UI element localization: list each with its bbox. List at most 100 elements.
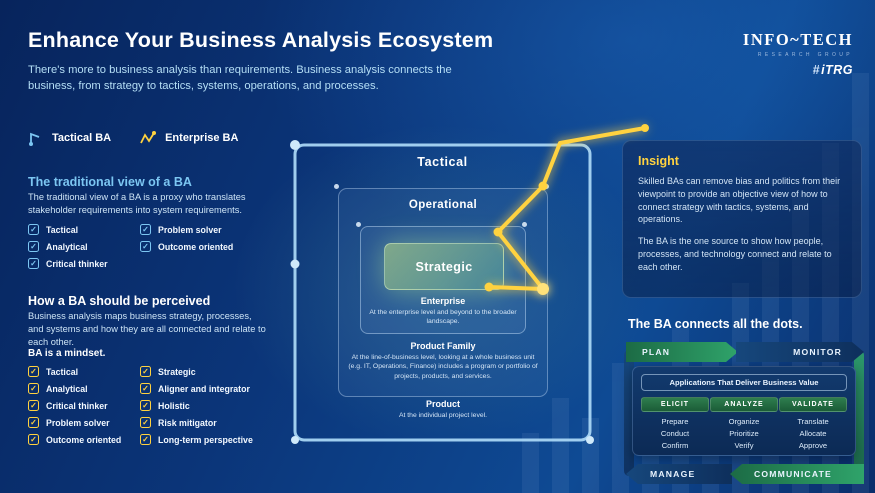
trait-item: ✓ Analytical xyxy=(28,383,140,394)
grid-dot xyxy=(334,184,339,189)
infotech-logo: Info~Tech Research Group #iTRG xyxy=(743,30,853,77)
legend-enterprise-ba: Enterprise BA xyxy=(139,130,238,146)
stage-pill: ELICIT xyxy=(641,397,709,412)
stage-pill: ANALYZE xyxy=(710,397,778,412)
product-level: Product At the individual project level. xyxy=(358,399,528,420)
tactical-path-dot xyxy=(290,140,300,150)
trait-label: Problem solver xyxy=(46,417,110,428)
tactical-ba-line-icon xyxy=(28,130,44,146)
stage-items: Organize Prioritize Verify xyxy=(710,416,778,451)
enterprise-level-desc: At the enterprise level and beyond to th… xyxy=(369,309,517,326)
trait-item: ✓Problem solver xyxy=(140,224,262,235)
itrg-hash-icon: # xyxy=(812,63,821,77)
operational-zone-label: Operational xyxy=(408,199,478,211)
tactical-path-dot xyxy=(586,436,594,444)
traditional-view-body: The traditional view of a BA is a proxy … xyxy=(28,192,246,216)
stage-items: Prepare Conduct Confirm xyxy=(641,416,709,451)
tactical-path-dot xyxy=(290,259,300,269)
stage-item: Verify xyxy=(734,440,754,450)
trait-label: Risk mitigator xyxy=(158,417,217,428)
trait-label: Long-term perspective xyxy=(158,434,253,445)
tactical-zone-label: Tactical xyxy=(417,155,468,169)
trait-item: ✓ Risk mitigator xyxy=(140,417,262,428)
insight-card: Insight Skilled BAs can remove bias and … xyxy=(622,140,862,298)
stage-analyze: ANALYZE Organize Prioritize Verify xyxy=(710,397,778,451)
logo-tagline: Research Group xyxy=(757,52,853,58)
trait-label: Analytical xyxy=(46,383,88,394)
trait-item: ✓ Holistic xyxy=(140,400,262,411)
product-level-label: Product xyxy=(425,399,460,409)
trait-item: ✓ Long-term perspective xyxy=(140,434,262,445)
stage-pill: VALIDATE xyxy=(779,397,847,412)
insight-heading: Insight xyxy=(638,154,679,168)
trait-label: Strategic xyxy=(158,366,196,377)
checkbox-icon: ✓ xyxy=(28,241,39,252)
stage-elicit: ELICIT Prepare Conduct Confirm xyxy=(641,397,709,451)
enterprise-level-label: Enterprise xyxy=(420,296,466,306)
itrg-wordmark: iTRG xyxy=(821,63,853,77)
stage-item: Organize xyxy=(728,417,760,426)
trait-label: Holistic xyxy=(158,400,190,411)
enterprise-level: Enterprise At the enterprise level and b… xyxy=(363,296,523,327)
mindset-label: BA is a mindset. xyxy=(28,348,106,359)
insight-paragraph-1: Skilled BAs can remove bias and politics… xyxy=(638,176,841,225)
trait-label: Critical thinker xyxy=(46,400,108,411)
cycle-left-connector xyxy=(624,350,634,476)
plan-arrow: PLAN xyxy=(626,342,738,362)
trait-item: ✓ Strategic xyxy=(140,366,262,377)
trait-label: Tactical xyxy=(46,366,79,377)
checkbox-icon: ✓ xyxy=(140,383,151,394)
legend: Tactical BA Enterprise BA xyxy=(28,130,238,146)
ba-cycle-diagram: PLAN MONITOR MANAGE COMMUNICATE Applicat… xyxy=(624,336,864,488)
legend-tactical-label: Tactical BA xyxy=(52,132,112,144)
logo-wordmark: Info~Tech xyxy=(742,30,853,49)
legend-enterprise-label: Enterprise BA xyxy=(165,132,239,144)
checkbox-icon: ✓ xyxy=(140,434,151,445)
traditional-traits-grid: ✓ Tactical ✓Problem solver ✓ Analytical ✓O… xyxy=(28,224,262,269)
trait-label: Analytical xyxy=(46,241,88,252)
enterprise-ba-line-icon xyxy=(139,130,157,146)
insight-paragraph-2: The BA is the one source to show how peo… xyxy=(638,236,832,272)
stage-validate: VALIDATE Translate Allocate Approve xyxy=(779,397,847,451)
business-value-title: Applications That Deliver Business Value xyxy=(641,374,847,391)
checkbox-icon: ✓ xyxy=(140,366,151,377)
checkbox-icon: ✓ xyxy=(140,417,151,428)
grid-dot xyxy=(544,184,549,189)
stage-item: Approve xyxy=(798,440,828,450)
checkbox-icon: ✓ xyxy=(140,400,151,411)
stage-item: Allocate xyxy=(799,428,827,438)
manage-arrow: MANAGE xyxy=(626,464,732,484)
product-family-level-desc: At the line-of-business level, looking a… xyxy=(348,354,538,380)
page-subtitle: There's more to business analysis than r… xyxy=(28,64,452,93)
checkbox-icon: ✓ xyxy=(140,224,151,235)
stage-item: Conduct xyxy=(660,428,690,438)
cycle-right-connector xyxy=(854,350,864,476)
grid-dot xyxy=(356,222,361,227)
communicate-arrow: COMMUNICATE xyxy=(730,464,864,484)
checkbox-icon: ✓ xyxy=(28,400,39,411)
trait-item: ✓ Tactical xyxy=(28,366,140,377)
trait-item: ✓ Problem solver xyxy=(28,417,140,428)
tactical-path-dot xyxy=(291,436,299,444)
checkbox-icon: ✓ xyxy=(28,417,39,428)
stage-item: Translate xyxy=(797,417,829,426)
checkbox-icon: ✓ xyxy=(28,366,39,377)
monitor-arrow: MONITOR xyxy=(736,342,864,362)
product-family-level: Product Family At the line-of-business l… xyxy=(346,341,540,381)
grid-dot xyxy=(522,222,527,227)
mindset-traits-grid: ✓Tactical ✓Strategic ✓Analytical ✓Aligne… xyxy=(28,366,262,445)
product-level-desc: At the individual project level. xyxy=(398,412,488,419)
trait-item: ✓Outcome oriented xyxy=(140,241,262,252)
trait-label: Tactical xyxy=(46,224,79,235)
checkbox-icon: ✓ xyxy=(28,258,39,269)
product-family-level-label: Product Family xyxy=(410,341,476,351)
trait-item: ✓Outcome oriented xyxy=(28,434,140,445)
checkbox-icon: ✓ xyxy=(140,241,151,252)
trait-label: Outcome oriented xyxy=(46,434,122,445)
checkbox-icon: ✓ xyxy=(28,383,39,394)
itrg-logo: #iTRG xyxy=(743,63,853,77)
business-value-box: Applications That Deliver Business Value… xyxy=(632,366,856,456)
enterprise-path-dot xyxy=(641,124,649,132)
trait-label: Critical thinker xyxy=(46,258,108,269)
